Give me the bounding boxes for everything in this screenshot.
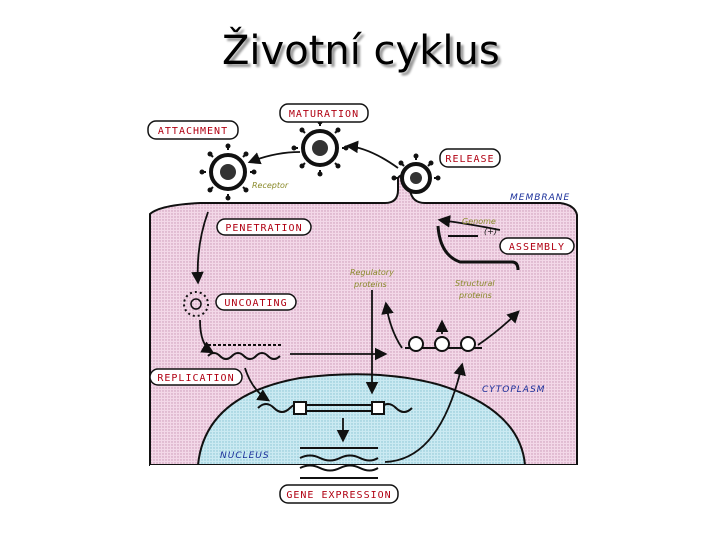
rna-strand	[207, 344, 282, 360]
svg-text:ATTACHMENT: ATTACHMENT	[158, 126, 228, 137]
label-regulatory: Regulatory	[350, 268, 394, 277]
svg-text:MATURATION: MATURATION	[289, 109, 359, 120]
label-structural: Structural	[455, 279, 495, 288]
svg-text:UNCOATING: UNCOATING	[224, 298, 287, 309]
label-nucleus: NUCLEUS	[220, 451, 270, 461]
label-receptor: Receptor	[252, 181, 289, 190]
attached-virion-icon	[199, 143, 257, 201]
label-penetration: PENETRATION	[216, 218, 312, 236]
budding-virion-icon	[391, 153, 441, 194]
label-attachment: ATTACHMENT	[147, 120, 239, 140]
label-assembly: ASSEMBLY	[499, 237, 575, 255]
label-membrane: MEMBRANE	[510, 193, 570, 203]
label-cytoplasm: CYTOPLASM	[482, 385, 545, 395]
label-release: RELEASE	[439, 148, 501, 168]
svg-text:GENE EXPRESSION: GENE EXPRESSION	[286, 490, 391, 501]
mrna-transcripts	[299, 447, 379, 479]
label-maturation: MATURATION	[279, 103, 369, 123]
label-gene-expression: GENE EXPRESSION	[279, 484, 399, 504]
mature-virion-icon	[291, 119, 349, 177]
label-genome: Genome	[462, 217, 496, 226]
svg-text:RELEASE: RELEASE	[445, 154, 494, 165]
assembly-scaffold	[436, 225, 520, 271]
structural-protein-ribosomes	[405, 336, 482, 352]
label-structural-2: proteins	[458, 291, 492, 300]
nucleus-region	[196, 373, 527, 466]
label-genome-sub: (+)	[484, 227, 497, 236]
integrated-provirus	[257, 401, 413, 415]
svg-text:REPLICATION: REPLICATION	[157, 373, 234, 384]
uncoating-virion-icon	[183, 291, 209, 317]
svg-text:PENETRATION: PENETRATION	[225, 223, 302, 234]
slide-title: Životní cyklus	[222, 28, 500, 74]
label-replication: REPLICATION	[149, 368, 243, 386]
label-regulatory-2: proteins	[353, 280, 387, 289]
cycle-arrows	[191, 140, 520, 463]
label-uncoating: UNCOATING	[215, 293, 297, 311]
svg-text:ASSEMBLY: ASSEMBLY	[509, 242, 565, 253]
